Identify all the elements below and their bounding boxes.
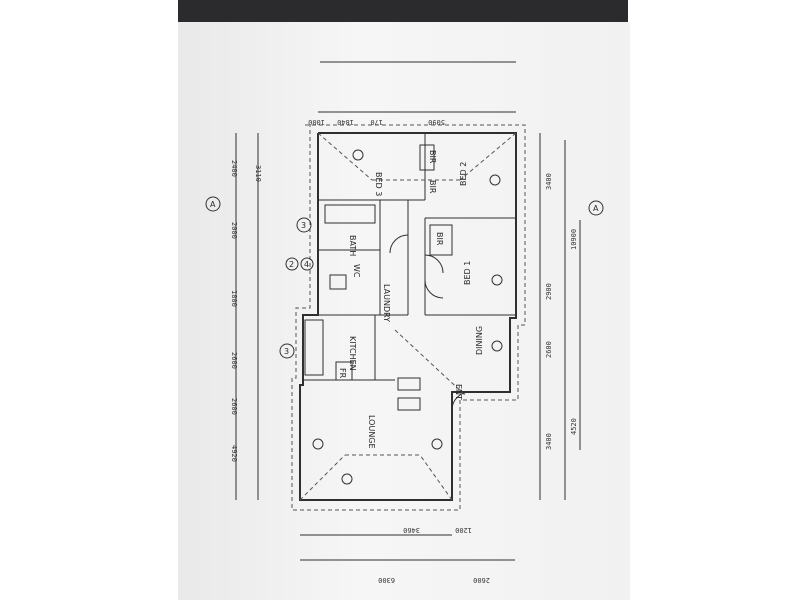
- section-marker-a-right: [588, 200, 604, 216]
- section-marker-3-bottom: [279, 343, 295, 359]
- hip-line-2: [459, 132, 517, 181]
- wardrobe-bed3: [419, 144, 435, 171]
- dim-left-2000: 2000: [230, 222, 238, 239]
- dim-right-3400b: 3400: [545, 433, 553, 450]
- background-right: [628, 0, 800, 600]
- light-fixture: [352, 149, 364, 161]
- laundry-tub: [329, 274, 347, 290]
- section-marker-3-top: [296, 217, 312, 233]
- wardrobe-bed1: [429, 224, 453, 256]
- paper-sheet: [178, 22, 630, 600]
- light-fixture: [431, 438, 443, 450]
- bathtub: [324, 204, 376, 224]
- room-label-bed3: BED 3: [374, 172, 383, 196]
- dim-right-2600: 2600: [545, 341, 553, 358]
- room-label-bed2: BED 2: [459, 162, 468, 186]
- dim-left-2400: 2400: [230, 160, 238, 177]
- marker-label-a-left: A: [210, 200, 216, 209]
- light-fixture: [341, 473, 353, 485]
- background-left: [0, 0, 178, 600]
- section-marker-2: [285, 257, 299, 271]
- dim-right-4520: 4520: [570, 418, 578, 435]
- valley-line: [394, 329, 466, 396]
- meter-box-1: [397, 377, 421, 391]
- marker-label-a-right: A: [593, 204, 599, 213]
- dim-bottom-2600: 2600: [473, 576, 490, 584]
- dim-bottom-3460: 3460: [403, 526, 420, 534]
- room-label-laundry: LAUNDRY: [382, 284, 391, 322]
- dim-left-1800: 1800: [230, 290, 238, 307]
- dim-right-3400a: 3400: [545, 173, 553, 190]
- light-fixture: [491, 340, 503, 352]
- marker-label-3-top: 3: [301, 221, 306, 230]
- light-fixture: [491, 274, 503, 286]
- hip-line-4: [419, 454, 453, 501]
- dim-left-2600a: 2600: [230, 352, 238, 369]
- room-label-bed1: BED 1: [463, 261, 472, 285]
- dim-left-total: 3110: [254, 165, 262, 182]
- room-label-entry: ENT: [454, 384, 463, 400]
- dim-top-c: 1000: [308, 118, 325, 126]
- dim-top-b: 170: [370, 118, 383, 126]
- room-label-bir-bed2: BIR: [428, 180, 437, 194]
- room-label-wc: WC: [352, 264, 361, 278]
- dim-left-4920: 4920: [230, 445, 238, 462]
- eave-line: [291, 124, 526, 511]
- marker-label-4: 4: [304, 260, 309, 269]
- dim-top-total: 5090: [428, 118, 445, 126]
- room-label-bath: BATH: [348, 235, 357, 256]
- door-swing-2: [424, 254, 444, 274]
- door-swing-4: [451, 391, 471, 411]
- room-label-bir-bed1: BIR: [435, 232, 444, 246]
- kitchen-bench: [304, 319, 324, 376]
- marker-label-2: 2: [289, 260, 294, 269]
- dim-bottom-6300: 6300: [378, 576, 395, 584]
- door-swing-3: [424, 279, 444, 299]
- dim-right-10900: 10900: [570, 229, 578, 250]
- hip-line-1: [317, 132, 373, 181]
- door-swing-1: [389, 234, 409, 254]
- fridge-space: [335, 361, 353, 381]
- room-label-dining: DINING: [475, 326, 484, 355]
- section-marker-a-left: [205, 196, 221, 212]
- light-fixture: [489, 174, 501, 186]
- meter-box-2: [397, 397, 421, 411]
- dim-right-2900: 2900: [545, 283, 553, 300]
- marker-label-3-bottom: 3: [284, 347, 289, 356]
- room-label-bir-bed3: BIR: [428, 150, 437, 164]
- room-label-lounge: LOUNGE: [367, 415, 376, 449]
- hip-line-3: [299, 454, 346, 501]
- outer-wall: [299, 132, 517, 501]
- room-label-fr: FR: [338, 368, 347, 379]
- room-label-kitchen: KITCHEN: [348, 336, 357, 371]
- section-marker-4: [300, 257, 314, 271]
- dim-top-a: 1840: [337, 118, 354, 126]
- dim-left-2600b: 2600: [230, 398, 238, 415]
- dim-bottom-1200: 1200: [455, 526, 472, 534]
- light-fixture: [312, 438, 324, 450]
